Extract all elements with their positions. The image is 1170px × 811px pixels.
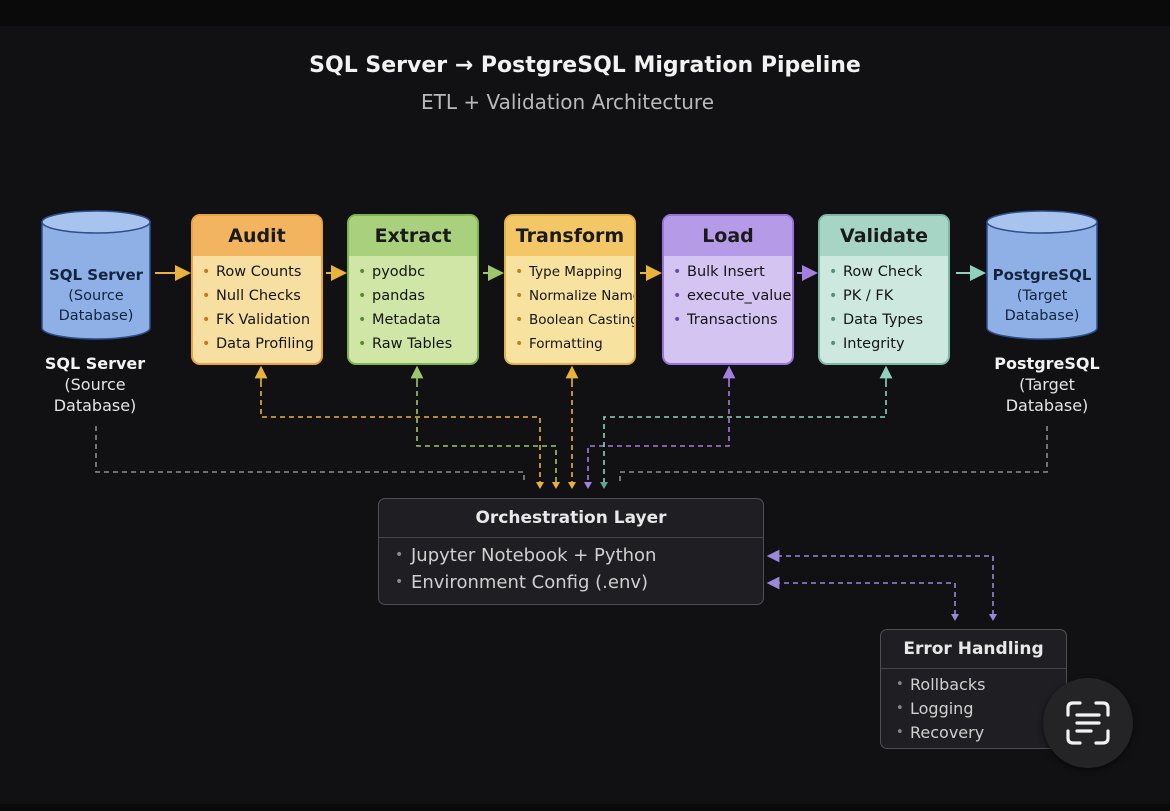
list-item: Recovery <box>896 721 1066 745</box>
list-item: Boolean Casting <box>514 310 634 334</box>
source-db-line2: (Source <box>68 288 124 304</box>
list-item: pandas <box>357 286 477 310</box>
list-item: PK / FK <box>828 286 948 310</box>
list-item: Row Check <box>828 262 948 286</box>
list-item: execute_values <box>672 286 792 310</box>
list-item: FK Validation <box>201 310 321 334</box>
target-db-label: PostgreSQL (Target Database) <box>987 265 1097 326</box>
target-db-caption-line2: (Target <box>1019 375 1075 394</box>
stage-audit-title: Audit <box>193 216 321 256</box>
diagram-subtitle: ETL + Validation Architecture <box>420 90 715 114</box>
text-scan-icon <box>1066 701 1110 745</box>
diagram-title: SQL Server → PostgreSQL Migration Pipeli… <box>309 53 861 78</box>
stage-audit-list: Row Counts Null Checks FK Validation Dat… <box>193 262 321 358</box>
list-item: Null Checks <box>201 286 321 310</box>
target-db-caption: PostgreSQL (Target Database) <box>977 353 1117 416</box>
stage-transform: Transform Type Mapping Normalize Names B… <box>504 214 636 365</box>
orchestration-input-arrows <box>536 482 608 489</box>
stage-validate: Validate Row Check PK / FK Data Types In… <box>818 214 950 365</box>
stage-extract-title: Extract <box>349 216 477 256</box>
list-item: Row Counts <box>201 262 321 286</box>
list-item: Raw Tables <box>357 334 477 358</box>
stage-validate-list: Row Check PK / FK Data Types Integrity <box>820 262 948 358</box>
list-item: Environment Config (.env) <box>395 569 763 596</box>
target-database-cylinder <box>986 210 1098 340</box>
stage-load: Load Bulk Insert execute_values Transact… <box>662 214 794 365</box>
error-handling-links <box>766 549 997 621</box>
source-db-name: SQL Server <box>48 266 144 284</box>
source-database-cylinder <box>41 210 151 340</box>
target-db-name: PostgreSQL <box>992 266 1092 284</box>
stage-load-list: Bulk Insert execute_values Transactions <box>664 262 792 334</box>
source-db-caption-line3: Database) <box>53 396 137 415</box>
error-handling-list: Rollbacks Logging Recovery <box>881 669 1066 745</box>
target-db-caption-line3: Database) <box>1005 396 1089 415</box>
list-item: Integrity <box>828 334 948 358</box>
stage-extract-list: pyodbc pandas Metadata Raw Tables <box>349 262 477 358</box>
list-item: Rollbacks <box>896 673 1066 697</box>
orchestration-layer-title: Orchestration Layer <box>379 499 763 538</box>
source-db-caption-line2: (Source <box>64 375 126 394</box>
source-db-caption-name: SQL Server <box>44 354 146 373</box>
stage-audit: Audit Row Counts Null Checks FK Validati… <box>191 214 323 365</box>
stage-transform-list: Type Mapping Normalize Names Boolean Cas… <box>506 262 634 358</box>
list-item: Data Profiling <box>201 334 321 358</box>
list-item: Formatting <box>514 334 634 358</box>
orchestration-layer-panel: Orchestration Layer Jupyter Notebook + P… <box>378 498 764 605</box>
orchestration-layer-list: Jupyter Notebook + Python Environment Co… <box>379 538 763 596</box>
list-item: Logging <box>896 697 1066 721</box>
error-handling-title: Error Handling <box>881 630 1066 669</box>
list-item: Metadata <box>357 310 477 334</box>
target-db-line2: (Target <box>1016 288 1068 304</box>
source-db-label: SQL Server (Source Database) <box>42 265 150 326</box>
source-db-line3: Database) <box>58 308 134 324</box>
list-item: Normalize Names <box>514 286 634 310</box>
target-db-line3: Database) <box>1004 308 1080 324</box>
list-item: Jupyter Notebook + Python <box>395 542 763 569</box>
list-item: pyodbc <box>357 262 477 286</box>
error-handling-panel: Error Handling Rollbacks Logging Recover… <box>880 629 1067 749</box>
stage-extract: Extract pyodbc pandas Metadata Raw Table… <box>347 214 479 365</box>
stage-validate-title: Validate <box>820 216 948 256</box>
list-item: Bulk Insert <box>672 262 792 286</box>
list-item: Data Types <box>828 310 948 334</box>
stage-load-title: Load <box>664 216 792 256</box>
stage-transform-title: Transform <box>506 216 634 256</box>
source-db-caption: SQL Server (Source Database) <box>30 353 160 416</box>
target-db-caption-name: PostgreSQL <box>994 354 1100 373</box>
orchestration-links <box>95 365 1048 482</box>
list-item: Type Mapping <box>514 262 634 286</box>
text-scan-button[interactable] <box>1043 678 1133 768</box>
list-item: Transactions <box>672 310 792 334</box>
